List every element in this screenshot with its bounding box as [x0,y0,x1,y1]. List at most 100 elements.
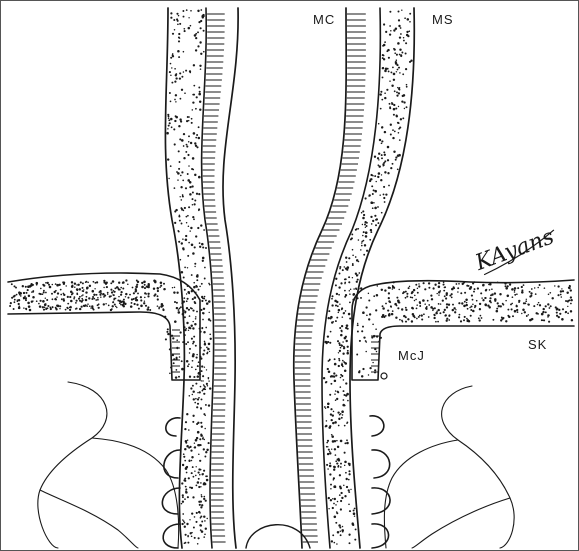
stipple-dot [159,286,161,288]
stipple-dot [387,172,389,174]
stipple-dot [514,287,517,290]
stipple-dot [202,312,204,314]
stipple-dot [384,92,386,94]
stipple-dot [183,51,185,53]
stipple-dot [569,285,571,287]
stipple-dot [202,390,204,392]
stipple-dot [203,448,205,450]
stipple-dot [419,305,421,307]
stipple-dot [83,289,84,290]
stipple-dot [192,385,194,387]
stipple-dot [57,292,59,294]
stipple-dot [194,142,196,144]
stipple-dot [182,194,184,196]
stipple-dot [197,392,198,393]
stipple-dot [61,298,63,300]
stipple-dot [393,104,395,106]
stipple-dot [191,122,193,124]
stipple-dot [554,285,555,286]
stipple-dot [507,309,509,311]
stipple-dot [69,306,71,308]
stipple-dot [202,260,204,262]
stipple-dot [496,310,499,313]
stipple-dot [488,306,490,308]
stipple-dot [370,178,372,180]
stipple-dot [387,159,389,161]
stipple-dot [350,489,351,490]
stipple-dot [567,312,569,314]
stipple-dot [197,365,199,367]
stipple-dot [334,421,337,424]
stipple-dot [433,317,435,319]
stipple-dot [203,229,205,231]
label-sk: SK [528,337,547,352]
stipple-dot [54,291,56,293]
stipple-dot [402,292,404,294]
stipple-dot [331,419,333,421]
stipple-dot [174,222,176,224]
stipple-dot [82,294,84,296]
label-mcj: McJ [398,348,425,363]
stipple-dot [368,318,370,320]
stipple-dot [437,321,439,323]
stipple-dot [499,293,501,295]
stipple-dot [362,326,364,328]
stipple-dot [185,235,187,237]
stipple-dot [181,223,183,225]
stipple-dot [404,17,406,19]
stipple-dot [332,534,334,536]
stipple-dot [109,296,111,298]
stipple-dot [348,463,351,466]
stipple-dot [201,300,203,302]
stipple-dot [337,501,339,503]
stipple-dot [103,281,105,283]
stipple-dot [192,204,194,206]
stipple-dot [122,287,124,289]
stipple-dot [502,282,503,283]
stipple-dot [336,543,338,545]
stipple-dot [112,280,115,283]
stipple-dot [183,297,185,299]
stipple-dot [332,498,333,499]
stipple-dot [406,106,408,108]
stipple-dot [356,288,358,290]
stipple-dot [17,299,18,300]
stipple-dot [365,231,368,234]
stipple-dot [385,193,387,195]
stipple-dot [368,374,369,375]
left-tube-middle-wall [202,8,214,548]
stipple-dot [193,218,195,220]
stipple-dot [410,60,412,62]
stipple-dot [192,101,194,103]
stipple-dot [545,311,547,313]
stipple-dot [175,209,177,211]
stipple-dot [528,314,529,315]
stipple-dot [443,283,445,285]
stipple-dot [188,141,190,143]
stipple-dot [388,57,390,59]
stipple-dot [438,282,440,284]
stipple-dot [457,287,459,289]
stipple-dot [201,426,203,428]
stipple-dot [85,299,88,302]
stipple-dot [184,207,186,209]
stipple-dot [196,423,198,425]
stipple-dot [363,240,365,242]
stipple-dot [26,309,27,310]
stipple-dot [395,61,397,63]
stipple-dot [443,311,445,313]
stipple-dot [59,305,61,307]
stipple-dot [507,315,509,317]
stipple-dot [544,287,546,289]
stipple-dot [372,193,374,195]
stipple-dot [97,297,99,299]
stipple-dot [178,241,180,243]
stipple-dot [193,64,195,66]
stipple-dot [397,42,400,45]
stipple-dot [327,317,329,319]
skin-left-hatch [172,330,180,372]
stipple-dot [170,366,172,368]
stipple-dot [190,449,192,451]
stipple-dot [57,305,60,308]
stipple-dot [348,276,350,278]
